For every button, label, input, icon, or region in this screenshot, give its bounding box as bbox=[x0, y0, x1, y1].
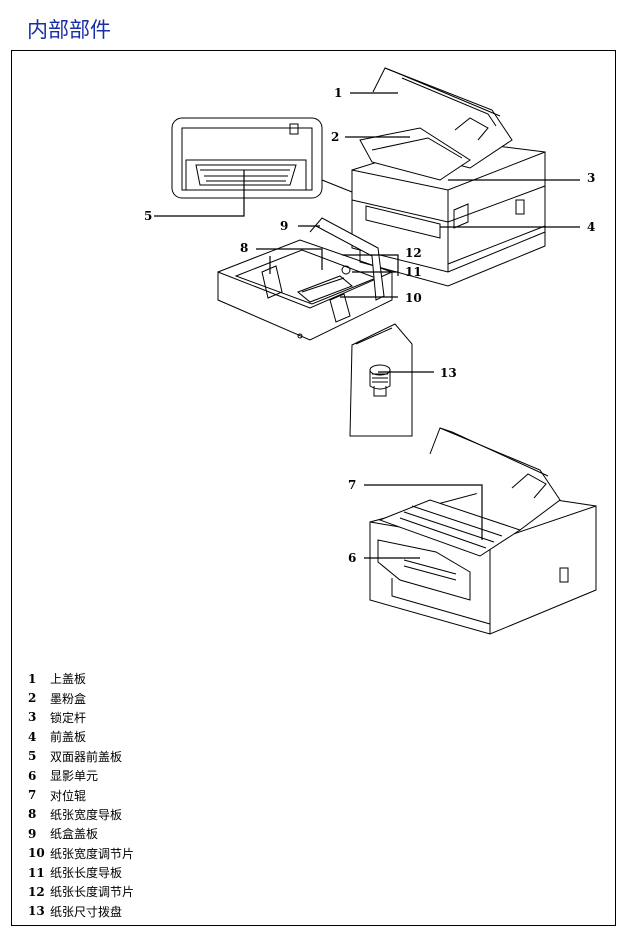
legend-num: 10 bbox=[28, 846, 45, 861]
callout-1: 1 bbox=[334, 86, 342, 100]
printer-top-illustration bbox=[351, 67, 546, 287]
callout-12: 12 bbox=[405, 246, 422, 260]
callout-3: 3 bbox=[587, 171, 595, 185]
legend-num: 13 bbox=[28, 904, 45, 919]
callout-9: 9 bbox=[280, 219, 288, 233]
legend-label: 显影单元 bbox=[50, 769, 99, 784]
legend-label: 上盖板 bbox=[50, 672, 87, 687]
legend-num: 5 bbox=[28, 749, 37, 764]
callout-6: 6 bbox=[348, 551, 356, 565]
legend-label: 墨粉盒 bbox=[50, 691, 87, 706]
legend-num: 8 bbox=[28, 807, 37, 822]
legend-item: 8 纸张宽度导板 bbox=[28, 805, 134, 824]
legend-item: 9 纸盒盖板 bbox=[28, 824, 134, 843]
legend-label: 前盖板 bbox=[50, 730, 87, 745]
legend-label: 纸张宽度调节片 bbox=[50, 846, 135, 861]
page-title: 内部部件 bbox=[27, 18, 111, 42]
legend-num: 2 bbox=[28, 691, 37, 706]
legend-item: 6 显影单元 bbox=[28, 766, 134, 785]
leader-lines bbox=[154, 92, 580, 559]
legend-item: 13 纸张尺寸拨盘 bbox=[28, 902, 134, 921]
legend-label: 对位辊 bbox=[50, 788, 87, 803]
legend-item: 3 锁定杆 bbox=[28, 708, 134, 727]
legend-label: 纸张长度导板 bbox=[50, 866, 123, 881]
legend-item: 12 纸张长度调节片 bbox=[28, 882, 134, 901]
legend-item: 5 双面器前盖板 bbox=[28, 747, 134, 766]
callout-4: 4 bbox=[587, 220, 595, 234]
callout-2: 2 bbox=[331, 130, 339, 144]
legend-num: 9 bbox=[28, 826, 37, 841]
legend-label: 纸张尺寸拨盘 bbox=[50, 904, 123, 919]
legend-label: 锁定杆 bbox=[50, 710, 87, 725]
legend-item: 4 前盖板 bbox=[28, 727, 134, 746]
legend-label: 纸张宽度导板 bbox=[50, 807, 123, 822]
callout-8: 8 bbox=[240, 241, 248, 255]
callout-7: 7 bbox=[348, 478, 356, 492]
callout-13: 13 bbox=[440, 366, 457, 380]
parts-legend: 1 上盖板 2 墨粉盒 3 锁定杆 4 前盖板 5 双面器前盖板 6 显影单元 7 对位辊 8… bbox=[28, 669, 134, 921]
content-frame bbox=[11, 50, 616, 926]
dial-inset bbox=[349, 323, 413, 437]
callout-10: 10 bbox=[405, 291, 422, 305]
legend-item: 11 纸张长度导板 bbox=[28, 863, 134, 882]
legend-num: 7 bbox=[28, 788, 37, 803]
legend-num: 1 bbox=[28, 671, 37, 686]
legend-label: 双面器前盖板 bbox=[50, 749, 123, 764]
legend-num: 4 bbox=[28, 729, 37, 744]
legend-num: 12 bbox=[28, 884, 45, 899]
legend-num: 3 bbox=[28, 710, 37, 725]
legend-num: 11 bbox=[28, 865, 45, 880]
legend-item: 7 对位辊 bbox=[28, 785, 134, 804]
duplexer-inset bbox=[171, 117, 353, 199]
callout-5: 5 bbox=[144, 209, 152, 223]
legend-item: 10 纸张宽度调节片 bbox=[28, 844, 134, 863]
callout-labels: 1 2 3 4 5 6 7 8 9 10 11 12 13 bbox=[144, 86, 595, 565]
legend-label: 纸盒盖板 bbox=[50, 827, 99, 842]
callout-11: 11 bbox=[405, 265, 422, 279]
printer-bottom-illustration bbox=[369, 427, 597, 635]
legend-label: 纸张长度调节片 bbox=[50, 885, 135, 900]
legend-item: 1 上盖板 bbox=[28, 669, 134, 688]
legend-num: 6 bbox=[28, 768, 37, 783]
legend-item: 2 墨粉盒 bbox=[28, 688, 134, 707]
